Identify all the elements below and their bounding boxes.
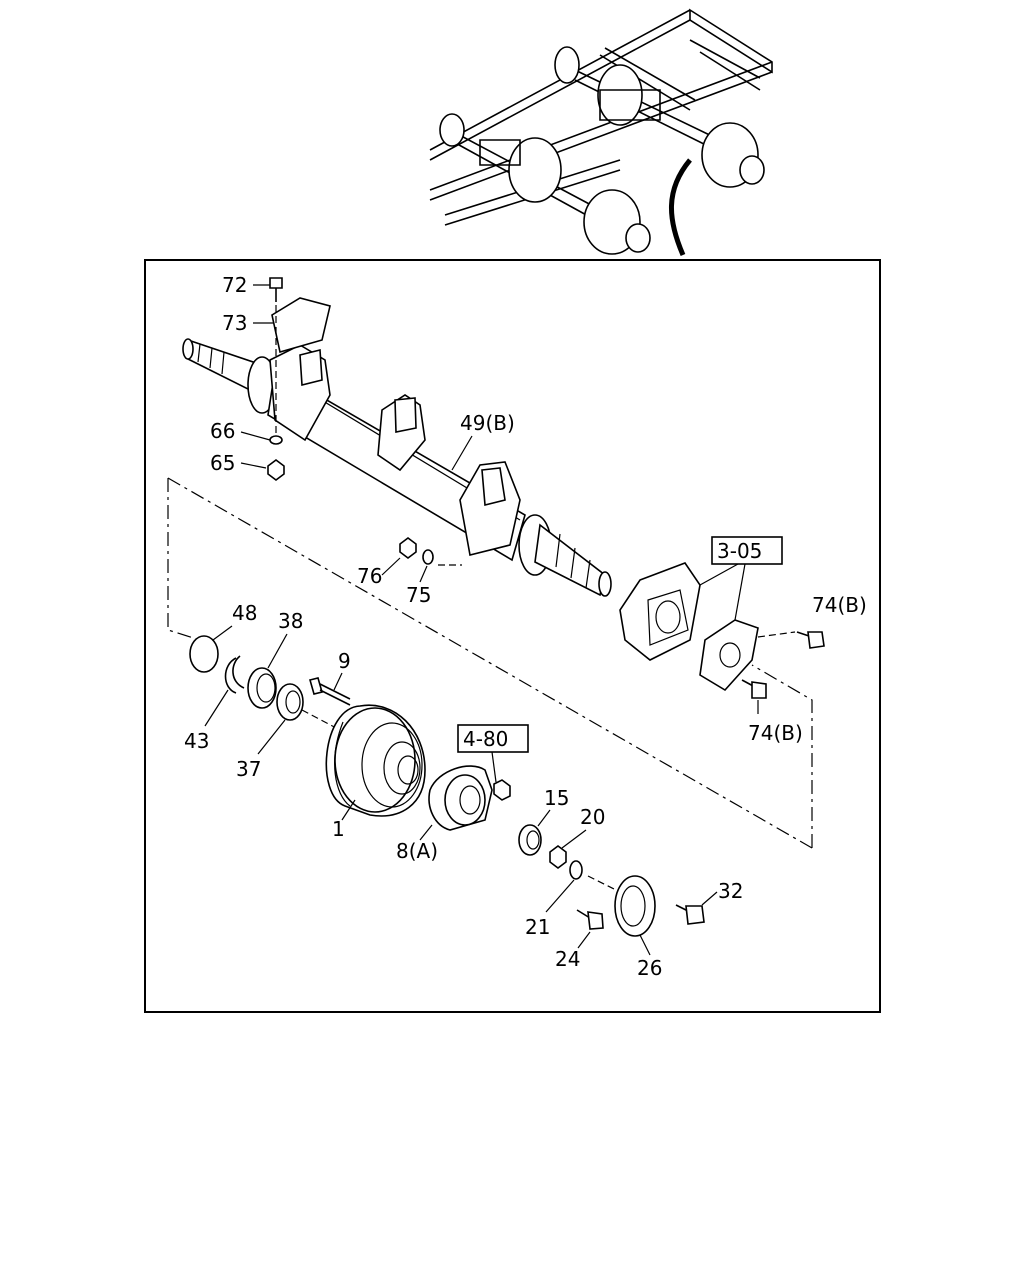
bearing-15: [518, 824, 542, 856]
part-label-48: 48: [232, 601, 257, 625]
brake-backing-plate: [619, 562, 701, 661]
bolt-74b-upper: [796, 631, 825, 649]
reference-box-3-05: [711, 536, 783, 565]
bolt-72: [269, 277, 283, 302]
part-label-15: 15: [544, 786, 569, 810]
part-label-65: 65: [210, 451, 235, 475]
part-label-74b-upper: 74(B): [812, 593, 867, 617]
part-label-4-80: 4-80: [463, 727, 508, 751]
part-label-20: 20: [580, 805, 605, 829]
detail-frame: [144, 259, 881, 1013]
part-label-76: 76: [357, 564, 382, 588]
reference-box-4-80: [457, 724, 529, 753]
part-label-43: 43: [184, 729, 209, 753]
part-label-74b-lower: 74(B): [748, 721, 803, 745]
washer-75: [422, 549, 434, 565]
oil-seal-38: [247, 667, 277, 709]
part-label-3-05: 3-05: [717, 539, 762, 563]
part-label-8a: 8(A): [396, 839, 438, 863]
snap-ring-43: [224, 655, 245, 694]
lock-nut-20: [549, 845, 567, 869]
part-label-38: 38: [278, 609, 303, 633]
axle-housing: [182, 338, 612, 597]
part-label-24: 24: [555, 947, 580, 971]
lock-washer-21: [569, 860, 583, 880]
hub-bolt-9: [309, 677, 351, 706]
spring-seat-73: [271, 297, 331, 354]
hub-cap-48: [189, 635, 219, 673]
nut-76: [399, 537, 417, 559]
brake-chamber-bracket: [699, 619, 759, 692]
part-label-21: 21: [525, 915, 550, 939]
part-label-75: 75: [406, 583, 431, 607]
bearing-37: [276, 683, 304, 721]
part-label-26: 26: [637, 956, 662, 980]
bolt-74b-lower: [741, 679, 767, 699]
brake-drum-1: [325, 704, 426, 817]
bolt-32: [675, 904, 705, 925]
part-label-37: 37: [236, 757, 261, 781]
part-label-49b: 49(B): [460, 411, 515, 435]
screw-24: [576, 909, 604, 930]
hub-8a: [428, 765, 493, 831]
part-label-9: 9: [338, 649, 351, 673]
hub-cover-26: [614, 875, 656, 937]
part-label-72: 72: [222, 273, 247, 297]
vehicle-frame-inset: [429, 8, 773, 256]
nut-65: [267, 459, 285, 481]
part-label-1: 1: [332, 817, 345, 841]
washer-66: [269, 435, 283, 445]
part-label-66: 66: [210, 419, 235, 443]
part-label-73: 73: [222, 311, 247, 335]
hub-nut: [493, 779, 511, 801]
part-label-32: 32: [718, 879, 743, 903]
